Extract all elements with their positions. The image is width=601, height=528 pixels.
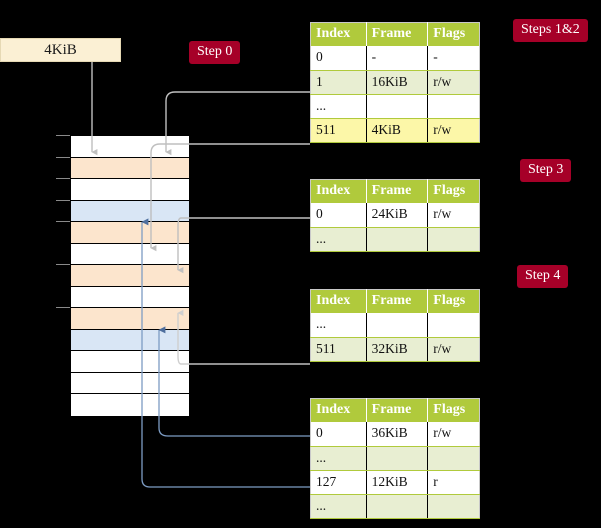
memory-frame-7 xyxy=(71,286,189,309)
cell-index: ... xyxy=(310,494,367,519)
cell-index: ... xyxy=(310,446,367,471)
memory-frame-tick-3 xyxy=(56,199,70,201)
cell-index: 1 xyxy=(310,70,367,95)
physical-memory-column xyxy=(70,135,190,416)
memory-frame-3 xyxy=(71,200,189,223)
table-row: ... xyxy=(310,494,480,519)
memory-frame-1 xyxy=(71,157,189,180)
cell-frame: - xyxy=(366,46,429,71)
column-header-flags: Flags xyxy=(427,289,480,313)
memory-frame-12 xyxy=(71,394,189,416)
badge-step-0: Step 0 xyxy=(189,41,241,64)
cell-index: 511 xyxy=(310,337,367,362)
cell-frame: 16KiB xyxy=(366,70,429,95)
table-row: ... xyxy=(310,94,480,119)
memory-frame-11 xyxy=(71,372,189,395)
cell-frame: 4KiB xyxy=(366,118,429,143)
cell-index: 127 xyxy=(310,470,367,495)
memory-frame-tick-2 xyxy=(56,178,70,180)
column-header-flags: Flags xyxy=(427,22,480,46)
cell-index: ... xyxy=(310,313,367,338)
cell-flags xyxy=(427,494,480,519)
memory-frame-9 xyxy=(71,329,189,352)
cell-frame xyxy=(366,446,429,471)
cell-flags xyxy=(427,446,480,471)
cell-index: ... xyxy=(310,94,367,119)
cell-frame: 12KiB xyxy=(366,470,429,495)
memory-frame-2 xyxy=(71,179,189,201)
memory-frame-tick-0 xyxy=(56,135,70,136)
cell-flags: r/w xyxy=(427,203,480,228)
cell-flags xyxy=(427,227,480,252)
cell-flags: r xyxy=(427,470,480,495)
badge-steps-1-2: Steps 1&2 xyxy=(513,19,588,42)
memory-frame-tick-6 xyxy=(56,264,70,266)
cell-index: 511 xyxy=(310,118,367,143)
cell-frame xyxy=(366,227,429,252)
memory-frame-0 xyxy=(71,136,189,158)
cell-frame: 24KiB xyxy=(366,203,429,228)
memory-frame-6 xyxy=(71,265,189,287)
cell-index: 0 xyxy=(310,422,367,447)
cell-flags xyxy=(427,94,480,119)
column-header-frame: Frame xyxy=(366,22,429,46)
cell-flags: r/w xyxy=(427,422,480,447)
memory-frame-10 xyxy=(71,351,189,373)
table-row: ... xyxy=(310,227,480,252)
cell-frame xyxy=(366,313,429,338)
column-header-frame: Frame xyxy=(366,398,429,422)
memory-frame-8 xyxy=(71,308,189,330)
memory-frame-tick-1 xyxy=(56,156,70,158)
cell-frame: 36KiB xyxy=(366,422,429,447)
cell-index: 0 xyxy=(310,46,367,71)
memory-frame-4 xyxy=(71,222,189,244)
memory-frame-tick-4 xyxy=(56,221,70,223)
cell-flags: r/w xyxy=(427,118,480,143)
column-header-index: Index xyxy=(310,179,367,203)
cell-flags: r/w xyxy=(427,70,480,95)
column-header-index: Index xyxy=(310,22,367,46)
cell-frame xyxy=(366,94,429,119)
cell-flags: - xyxy=(427,46,480,71)
column-header-flags: Flags xyxy=(427,398,480,422)
column-header-index: Index xyxy=(310,398,367,422)
cell-frame xyxy=(366,494,429,519)
memory-frame-5 xyxy=(71,243,189,266)
column-header-frame: Frame xyxy=(366,179,429,203)
cell-index: ... xyxy=(310,227,367,252)
table-row: ... xyxy=(310,446,480,471)
badge-step-4: Step 4 xyxy=(517,265,569,288)
cell-index: 0 xyxy=(310,203,367,228)
virtual-address-label: 4KiB xyxy=(44,41,77,58)
virtual-address-box: 4KiB xyxy=(0,38,121,62)
cell-flags xyxy=(427,313,480,338)
column-header-frame: Frame xyxy=(366,289,429,313)
memory-frame-tick-8 xyxy=(56,307,70,309)
cell-flags: r/w xyxy=(427,337,480,362)
badge-step-3: Step 3 xyxy=(520,159,572,182)
cell-frame: 32KiB xyxy=(366,337,429,362)
table-row: ... xyxy=(310,313,480,338)
column-header-index: Index xyxy=(310,289,367,313)
column-header-flags: Flags xyxy=(427,179,480,203)
table-row: 0-- xyxy=(310,46,480,71)
